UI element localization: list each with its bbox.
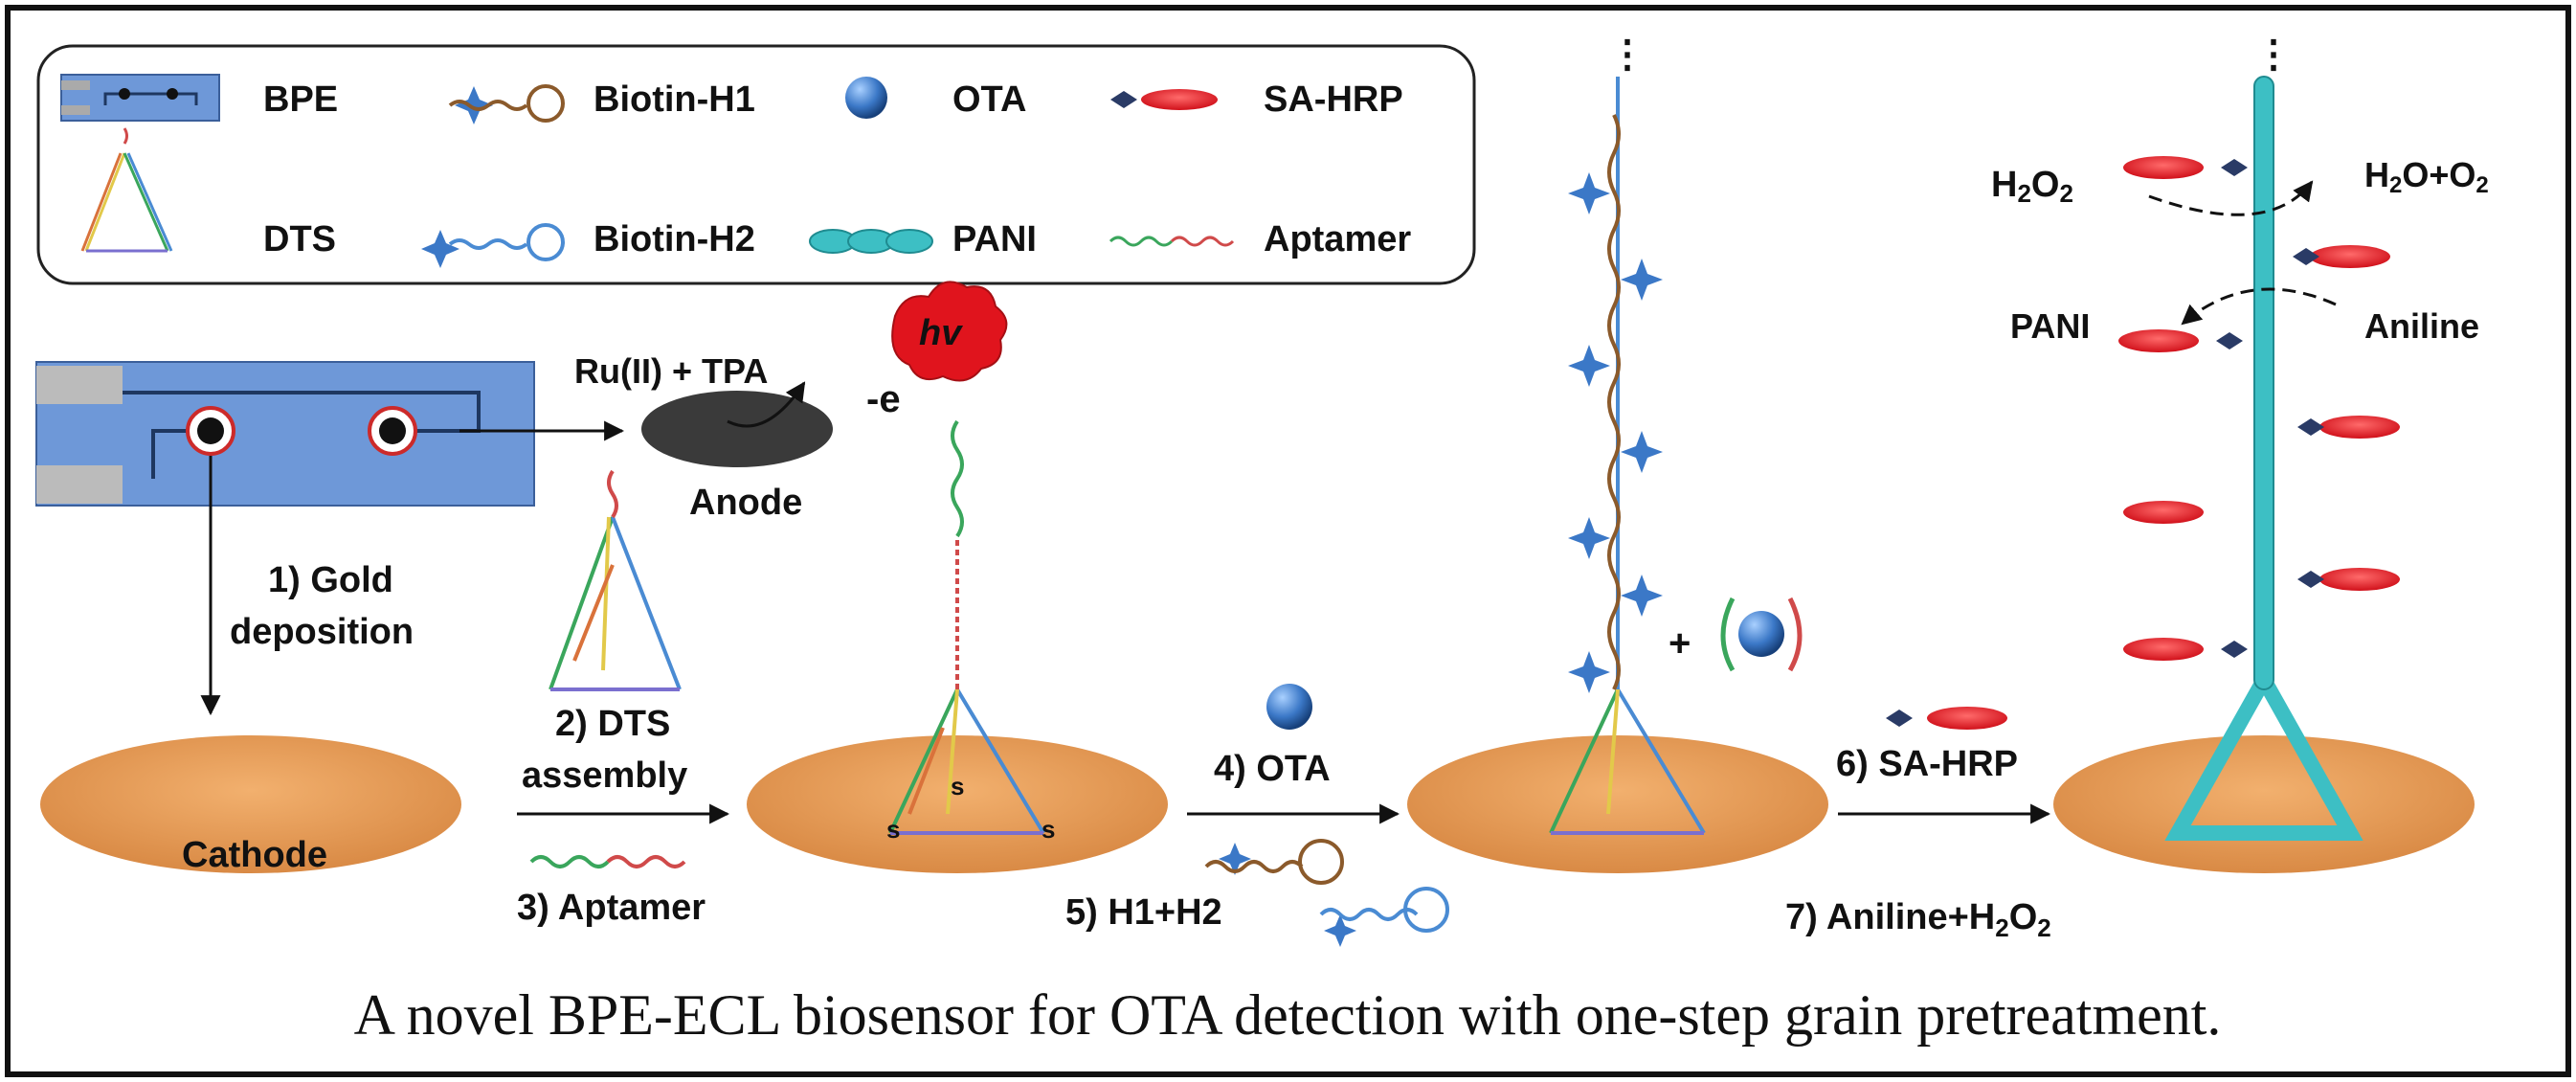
electrode-aptamer: [747, 735, 1168, 873]
legend-sa-hrp-label: SA-HRP: [1264, 79, 1403, 120]
legend-ota-label: OTA: [952, 79, 1026, 120]
h2-hairpin: [1319, 887, 1449, 947]
h1-hairpin: [1204, 839, 1344, 885]
pani-icon: [809, 229, 933, 254]
figure-caption: A novel BPE-ECL biosensor for OTA detect…: [354, 983, 2222, 1047]
aptamer-icon: [1109, 236, 1235, 247]
anode-label: Anode: [689, 483, 802, 523]
dts-aptamer-structure: [888, 419, 1045, 835]
biotin-h2-icon: [421, 223, 565, 268]
step1-line1: 1) Gold: [268, 560, 393, 600]
anode-disc: [641, 391, 833, 467]
s-mark: s: [951, 772, 964, 800]
step3-label: 3) Aptamer: [517, 888, 706, 928]
pani-product-text: PANI: [2010, 306, 2090, 346]
ota-ball-icon: [845, 77, 887, 119]
step6-label: 6) SA-HRP: [1836, 744, 2018, 784]
s-mark: s: [886, 815, 900, 844]
step4-label: 4) OTA: [1214, 749, 1331, 789]
legend-biotin-h1-label: Biotin-H1: [594, 79, 755, 120]
step2-line2: assembly: [522, 755, 687, 796]
biotin-sparkles: [1568, 172, 1663, 693]
bpe-icon: [60, 74, 220, 122]
hv-text: hv: [919, 313, 963, 353]
anode-reaction-text: Ru(II) + TPA: [574, 351, 768, 391]
legend: BPE Biotin-H1 OTA SA-HRP DTS: [36, 44, 1476, 285]
pani-structure: [2164, 76, 2363, 841]
ota-aptamer-complex: [1720, 597, 1803, 672]
hv-emission: hv: [891, 281, 1008, 382]
bpe-device: [35, 361, 535, 507]
step7-label: 7) Aniline+H2O2: [1785, 897, 2051, 942]
legend-dts-label: DTS: [263, 219, 336, 259]
dts-icon: [80, 127, 173, 253]
sa-hrp-mark: [1886, 707, 2007, 730]
aniline-text: Aniline: [2364, 306, 2479, 346]
s-mark: s: [1042, 815, 1055, 844]
step2-line1: 2) DTS: [555, 704, 670, 744]
h2o2-text: H2O2: [1991, 165, 2073, 208]
legend-biotin-h2-label: Biotin-H2: [594, 219, 755, 259]
products-text: H2O+O2: [2364, 155, 2489, 198]
legend-bpe-label: BPE: [263, 79, 338, 120]
aniline-arrow: [2181, 287, 2337, 326]
legend-box: [36, 44, 1476, 285]
electrode-pani: [2053, 735, 2475, 873]
step5-label: 5) H1+H2: [1065, 892, 1222, 933]
legend-pani-label: PANI: [952, 219, 1037, 259]
electron-arrow: [727, 381, 806, 428]
continuation-dots: ⋮: [1608, 34, 1646, 76]
cathode-label: Cathode: [182, 835, 327, 875]
plus-sign: +: [1669, 622, 1691, 665]
biotin-h1-icon: [448, 84, 565, 124]
step1-line2: deposition: [230, 612, 414, 652]
sa-hrp-icon: [1110, 89, 1218, 110]
cathode-disc: [40, 735, 461, 873]
hcr-structure: [1549, 77, 1706, 835]
h2o2-arrow: [2148, 180, 2314, 216]
continuation-dots: ⋮: [2254, 34, 2293, 76]
aptamer-strand-icon: [529, 855, 686, 868]
hrp-labels: [2118, 156, 2400, 661]
ota-ball: [1266, 684, 1312, 730]
electron-text: -e: [866, 378, 901, 420]
legend-aptamer-label: Aptamer: [1264, 219, 1411, 259]
dts-structure: [549, 469, 682, 691]
electrode-hcr: [1407, 735, 1828, 873]
